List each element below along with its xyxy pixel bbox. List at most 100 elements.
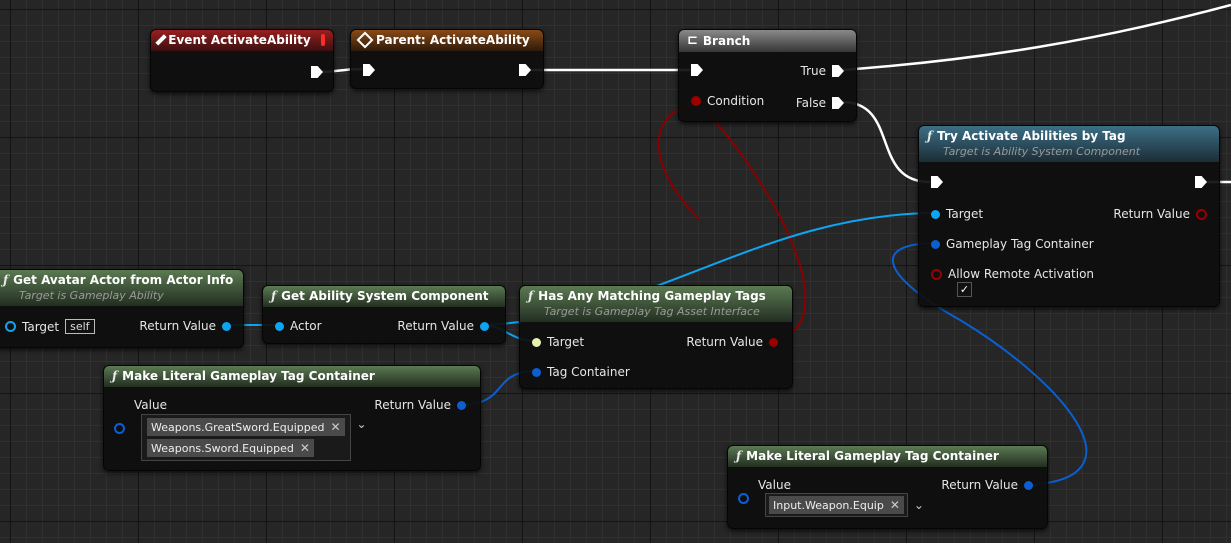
struct-wire-literal2-to-try	[891, 242, 1088, 486]
function-icon: ƒ	[3, 273, 9, 287]
exec-in-icon	[691, 64, 703, 76]
literal1-tag-editor: Weapons.GreatSword.Equipped ✕ Weapons.Swo…	[141, 414, 367, 461]
has-tags-tag-container-pin[interactable]: Tag Container	[532, 365, 630, 379]
branch-node-header[interactable]: ⊏ Branch	[679, 30, 856, 52]
literal1-return-pin[interactable]: Return Value	[374, 398, 466, 412]
make-literal-tag-container-node-1[interactable]: ƒ Make Literal Gameplay Tag Container Val…	[103, 365, 481, 471]
literal2-node-header[interactable]: ƒ Make Literal Gameplay Tag Container	[728, 446, 1047, 467]
branch-condition-label: Condition	[707, 94, 765, 108]
get-asc-actor-pin[interactable]: Actor	[275, 319, 322, 333]
event-activate-ability-node[interactable]: Event ActivateAbility	[150, 29, 334, 92]
allow-remote-activation-checkbox[interactable]: ✓	[957, 282, 972, 297]
event-diamond-icon	[356, 31, 374, 49]
literal1-value-pin[interactable]	[114, 423, 125, 434]
interface-pin-icon	[532, 337, 541, 347]
branch-icon: ⊏	[687, 33, 698, 48]
close-icon[interactable]: ✕	[299, 441, 310, 455]
try-activate-allow-remote-pin[interactable]: Allow Remote Activation	[931, 267, 1094, 281]
branch-node[interactable]: ⊏ Branch Condition True False	[678, 29, 857, 122]
function-icon: ƒ	[736, 449, 742, 463]
get-asc-actor-label: Actor	[290, 319, 322, 333]
function-icon: ƒ	[927, 129, 933, 143]
get-avatar-node-header[interactable]: ƒ Get Avatar Actor from Actor Info Target…	[0, 270, 243, 306]
has-tags-tag-container-label: Tag Container	[547, 365, 630, 379]
tag-chip[interactable]: Input.Weapon.Equip✕	[769, 496, 904, 514]
struct-pin-icon	[114, 423, 125, 434]
struct-pin-icon	[931, 239, 940, 249]
has-tags-return-pin[interactable]: Return Value	[686, 335, 778, 349]
event-node-header[interactable]: Event ActivateAbility	[151, 30, 333, 51]
chevron-down-icon[interactable]: ⌄	[913, 498, 924, 512]
literal1-node-header[interactable]: ƒ Make Literal Gameplay Tag Container	[104, 366, 480, 387]
branch-false-pin[interactable]: False	[796, 96, 844, 110]
struct-pin-icon	[738, 493, 749, 504]
try-activate-tag-container-pin[interactable]: Gameplay Tag Container	[931, 237, 1094, 251]
literal2-tag-list: Input.Weapon.Equip✕	[765, 493, 908, 517]
literal2-node-title: Make Literal Gameplay Tag Container	[746, 449, 999, 463]
literal1-node-title: Make Literal Gameplay Tag Container	[122, 369, 375, 383]
try-activate-node-subtitle: Target is Ability System Component	[943, 145, 1141, 158]
branch-node-title: Branch	[702, 33, 751, 48]
exec-out-icon	[832, 97, 844, 109]
try-activate-tag-container-label: Gameplay Tag Container	[946, 237, 1094, 251]
get-avatar-node-subtitle: Target is Gameplay Ability	[19, 289, 164, 302]
parent-exec-out-pin[interactable]	[519, 64, 531, 76]
literal2-return-label: Return Value	[941, 478, 1018, 492]
get-asc-return-label: Return Value	[397, 319, 474, 333]
has-tags-target-label: Target	[547, 335, 585, 349]
exec-in-icon	[363, 64, 375, 76]
event-exec-out-pin[interactable]	[311, 66, 323, 78]
literal2-value-label: Value	[758, 478, 791, 492]
get-avatar-return-pin[interactable]: Return Value	[139, 319, 231, 333]
try-activate-exec-in-pin[interactable]	[931, 176, 943, 188]
tag-chip[interactable]: Weapons.GreatSword.Equipped ✕	[147, 418, 345, 436]
make-literal-tag-container-node-2[interactable]: ƒ Make Literal Gameplay Tag Container Val…	[727, 445, 1048, 529]
bool-pin-icon	[769, 337, 778, 347]
get-asc-return-pin[interactable]: Return Value	[397, 319, 489, 333]
struct-pin-icon	[1024, 480, 1033, 490]
try-activate-return-pin[interactable]: Return Value	[1113, 207, 1207, 221]
chevron-down-icon[interactable]: ⌄	[356, 417, 367, 431]
try-activate-target-pin[interactable]: Target	[931, 207, 983, 221]
parent-activate-ability-node[interactable]: Parent: ActivateAbility	[350, 29, 544, 89]
struct-pin-icon	[457, 400, 466, 410]
tag-chip[interactable]: Weapons.Sword.Equipped ✕	[147, 439, 314, 457]
branch-condition-pin[interactable]: Condition	[691, 94, 764, 108]
tag-chip-label: Weapons.GreatSword.Equipped	[151, 420, 325, 434]
get-avatar-node-title: Get Avatar Actor from Actor Info	[13, 273, 234, 287]
exec-out-icon	[1195, 176, 1207, 188]
literal2-return-pin[interactable]: Return Value	[941, 478, 1033, 492]
get-avatar-target-input[interactable]: self	[65, 319, 95, 334]
tag-chip-label: Weapons.Sword.Equipped	[151, 441, 294, 455]
object-pin-icon	[931, 209, 940, 219]
exec-in-icon	[931, 176, 943, 188]
get-avatar-actor-node[interactable]: ƒ Get Avatar Actor from Actor Info Target…	[0, 269, 244, 348]
has-tags-node-subtitle: Target is Gameplay Tag Asset Interface	[544, 305, 760, 318]
close-icon[interactable]: ✕	[889, 498, 900, 512]
parent-node-header[interactable]: Parent: ActivateAbility	[351, 30, 543, 51]
close-icon[interactable]: ✕	[330, 420, 341, 434]
try-activate-exec-out-pin[interactable]	[1195, 176, 1207, 188]
object-pin-icon	[222, 321, 231, 331]
try-activate-allow-remote-label: Allow Remote Activation	[948, 267, 1095, 281]
literal2-value-pin[interactable]	[738, 493, 749, 504]
try-activate-return-label: Return Value	[1113, 207, 1190, 221]
bool-pin-icon	[691, 96, 701, 106]
function-icon: ƒ	[528, 289, 534, 303]
branch-exec-in-pin[interactable]	[691, 64, 703, 76]
has-tags-target-pin[interactable]: Target	[532, 335, 584, 349]
literal1-value-label-row: Value	[134, 398, 167, 412]
function-icon: ƒ	[112, 369, 118, 383]
stop-icon	[320, 34, 325, 46]
parent-exec-in-pin[interactable]	[363, 64, 375, 76]
branch-false-label: False	[795, 96, 826, 110]
branch-true-pin[interactable]: True	[801, 64, 844, 78]
literal1-tag-list: Weapons.GreatSword.Equipped ✕ Weapons.Swo…	[141, 414, 351, 461]
